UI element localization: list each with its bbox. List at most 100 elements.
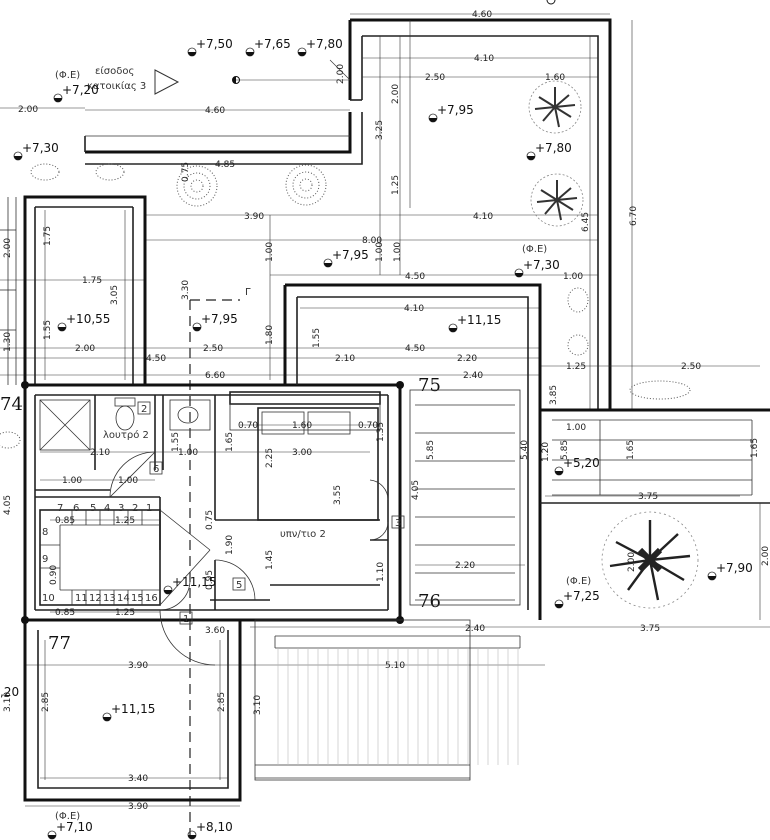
dim-3-10: 3.10 — [253, 695, 263, 715]
dim-1-55: 1.55 — [43, 320, 53, 340]
svg-text:+7,10: +7,10 — [56, 820, 93, 834]
elevation-marker: +7,80 — [526, 141, 572, 161]
shrub-icon — [176, 165, 218, 207]
svg-text:+7,30: +7,30 — [22, 141, 59, 155]
svg-text:+11,15: +11,15 — [457, 313, 501, 327]
dim-4-10: 4.10 — [473, 212, 493, 222]
dim-2-10: 2.10 — [335, 354, 355, 364]
stair-step-number: 4 — [104, 503, 110, 514]
room-label-bedroom: υπν/τιο 2 — [280, 529, 326, 540]
dim-8-00: 8.00 — [362, 236, 382, 246]
tree-icon — [601, 511, 699, 609]
room-label-bathroom: λουτρό 2 — [103, 429, 149, 441]
dim-4-10: 4.10 — [474, 54, 494, 64]
dim-2-00: 2.00 — [75, 344, 95, 354]
dim-1-00: 1.00 — [118, 476, 138, 486]
dim-4-50: 4.50 — [405, 272, 425, 282]
dim-1-60: 1.60 — [545, 73, 565, 83]
stair-step-number: 7 — [57, 503, 63, 514]
dim-2-85: 2.85 — [41, 692, 51, 712]
elevation-marker: +7,30 — [13, 141, 59, 161]
dim-1-25: 1.25 — [566, 362, 586, 372]
dim-4-05: 4.05 — [411, 480, 421, 500]
dim-2-40: 2.40 — [463, 371, 483, 381]
dim-3-90: 3.90 — [128, 661, 148, 671]
dim-3-05: 3.05 — [110, 285, 120, 305]
fe-label: (Φ.Ε) — [55, 70, 80, 81]
dim-0-75: 0.75 — [181, 162, 191, 182]
dim-2-50: 2.50 — [425, 73, 445, 83]
room-labels: λουτρό 2 υπν/τιο 2 74 75 76 77 — [0, 375, 441, 654]
dim-6-70: 6.70 — [629, 206, 639, 226]
elevation-marker: +11,15 — [102, 702, 155, 722]
elevation-marker: +7,95 — [428, 103, 474, 123]
svg-text:+8,10: +8,10 — [196, 820, 233, 834]
elevation-marker: +10,55 — [57, 312, 110, 332]
dim-0-85: 0.85 — [55, 608, 75, 618]
dim-2-85: 2.85 — [217, 692, 227, 712]
dim-4-10: 4.10 — [404, 304, 424, 314]
dim-1-45: 1.45 — [265, 550, 275, 570]
svg-text:+11,15: +11,15 — [111, 702, 155, 716]
tag-number: 6 — [153, 464, 159, 475]
dim-1-65: 1.65 — [626, 440, 636, 460]
dim-5-85: 5.85 — [426, 440, 436, 460]
dim-1-35: 1.35 — [376, 422, 386, 442]
plot-number: 75 — [418, 375, 441, 396]
dim-2-20: 2.20 — [457, 354, 477, 364]
elevation-markers: +7,50 +7,65 +7,80 +7,20 +7,95 +7,30 +7,8… — [0, 37, 753, 840]
dim-3-25: 3.25 — [375, 120, 385, 140]
elevation-marker: +5,20 — [554, 456, 600, 476]
dim-2-00-v: 2.00 — [391, 84, 401, 104]
section-cut-line: Γ — [189, 287, 251, 840]
tag-number: 1 — [183, 614, 189, 625]
dim-0-70: 0.70 — [238, 421, 258, 431]
dim-6-45: 6.45 — [581, 212, 591, 232]
dim-0-70: 0.70 — [358, 421, 378, 431]
dim-3-10: 3.10 — [3, 692, 13, 712]
dim-0-75: 0.75 — [205, 510, 215, 530]
dim-1-00: 1.00 — [375, 242, 385, 262]
dim-1-00: 1.00 — [393, 242, 403, 262]
top-dimension-lines — [0, 13, 760, 410]
dim-1-25: 1.25 — [115, 608, 135, 618]
tag-number: 2 — [141, 404, 147, 415]
svg-text:+7,80: +7,80 — [306, 37, 343, 51]
stair-step-number: 2 — [132, 503, 138, 514]
dim-3-75: 3.75 — [638, 492, 658, 502]
dim-3-00: 3.00 — [292, 448, 312, 458]
dim-1-00: 1.00 — [178, 448, 198, 458]
tree-icon — [530, 173, 584, 227]
dim-4-85: 4.85 — [215, 160, 235, 170]
dim-1-55: 1.55 — [171, 432, 181, 452]
elevation-marker: +7,30 — [514, 258, 560, 278]
svg-text:+10,55: +10,55 — [66, 312, 110, 326]
dimension-text-top: 4.60 4.10 2.50 1.60 2.00 4.60 2.00 2.00 … — [18, 10, 639, 348]
tag-number: 3 — [395, 518, 401, 529]
dim-2-00: 2.00 — [761, 546, 770, 566]
svg-text:+7,95: +7,95 — [437, 103, 474, 117]
dim-3-30: 3.30 — [181, 280, 191, 300]
fe-label: (Φ.Ε) — [55, 811, 80, 822]
dim-2-20: 2.20 — [455, 561, 475, 571]
dim-0-85: 0.85 — [55, 516, 75, 526]
elevation-marker: +7,25 — [554, 589, 600, 609]
elevation-marker: +11,15 — [448, 313, 501, 333]
stair-step-number: 1 — [146, 503, 152, 514]
plot-number: 76 — [418, 591, 441, 612]
stair-step-number: 15 — [131, 593, 144, 604]
dim-4-05: 4.05 — [3, 495, 13, 515]
elevation-marker: +8,10 — [187, 820, 233, 840]
fe-labels: (Φ.Ε) (Φ.Ε) (Φ.Ε) (Φ.Ε) — [55, 70, 591, 822]
svg-text:+7,20: +7,20 — [62, 83, 99, 97]
elevation-marker: +7,95 — [323, 248, 369, 268]
plot-number: 74 — [0, 394, 23, 415]
tree-icon — [528, 80, 582, 134]
dim-5-85: 5.85 — [560, 440, 570, 460]
entrance-label: κατοικίας 3 — [87, 80, 146, 92]
top-terrace-walls — [84, 18, 612, 410]
bottom-pergola-hatch — [254, 619, 521, 781]
svg-text:+7,95: +7,95 — [201, 312, 238, 326]
elevation-marker: +7,80 — [297, 37, 343, 57]
